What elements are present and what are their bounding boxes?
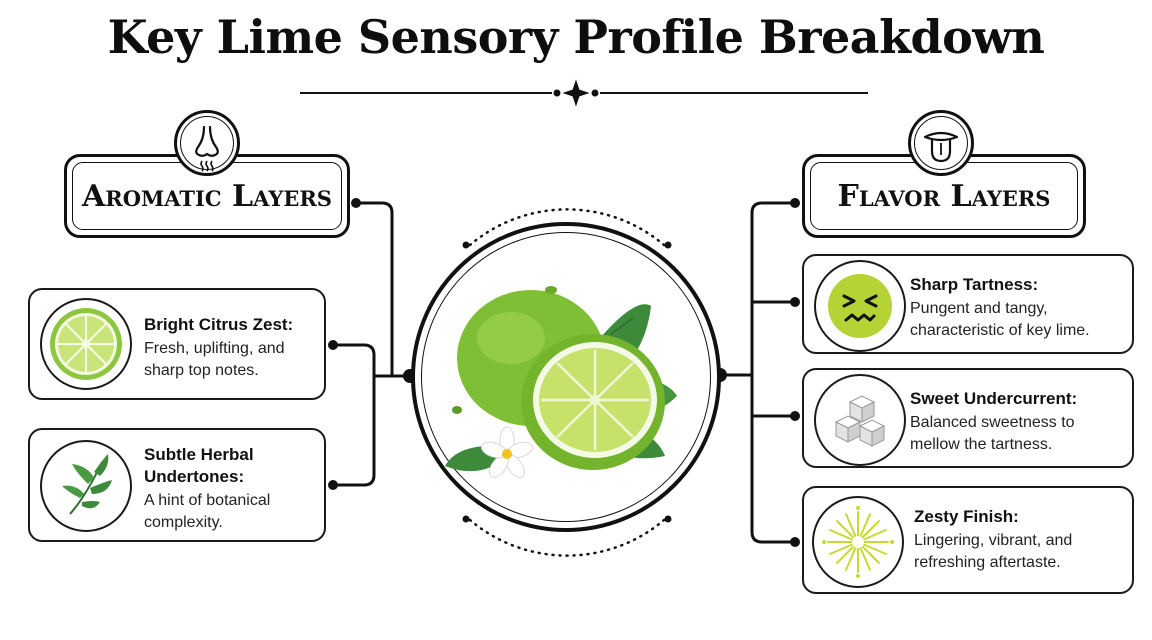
- nose-icon: [174, 110, 240, 176]
- page-title: Key Lime Sensory Profile Breakdown: [107, 10, 1045, 64]
- card-description: Pungent and tangy, characteristic of key…: [910, 300, 1090, 339]
- sugar-cubes-icon: [814, 374, 906, 466]
- card-description: Balanced sweetness to mellow the tartnes…: [910, 414, 1075, 453]
- card-title: Bright Citrus Zest:: [144, 315, 294, 334]
- card-description: Lingering, vibrant, and refreshing after…: [914, 532, 1073, 571]
- left-connectors: [333, 201, 410, 487]
- tongue-icon: [908, 110, 974, 176]
- card-zesty-finish: Zesty Finish: Lingering, vibrant, and re…: [802, 486, 1134, 594]
- card-subtle-herbal-undertones: Subtle Herbal Undertones: A hint of bota…: [28, 428, 326, 542]
- burst-icon: [812, 496, 904, 588]
- lime-slice-icon: [40, 298, 132, 390]
- card-title: Sharp Tartness:: [910, 275, 1039, 294]
- card-title: Zesty Finish:: [914, 507, 1019, 526]
- aromatic-layers-label: Aromatic Layers: [82, 178, 332, 214]
- card-title: Sweet Undercurrent:: [910, 389, 1078, 408]
- dotted-arc-top: [468, 208, 666, 247]
- card-sharp-tartness: Sharp Tartness: Pungent and tangy, chara…: [802, 254, 1134, 354]
- center-lime-circle: [411, 222, 721, 532]
- right-connectors: [720, 201, 795, 544]
- card-bright-citrus-zest: Bright Citrus Zest: Fresh, uplifting, an…: [28, 288, 326, 400]
- card-title: Subtle Herbal Undertones:: [144, 445, 254, 486]
- dotted-arc-bottom: [468, 518, 666, 557]
- flavor-layers-label: Flavor Layers: [837, 178, 1051, 214]
- key-lime-fruit-icon: [445, 286, 677, 478]
- sour-face-icon: [814, 260, 906, 352]
- card-description: A hint of botanical complexity.: [144, 492, 271, 531]
- herb-leaves-icon: [40, 440, 132, 532]
- title-divider: [300, 79, 868, 107]
- card-description: Fresh, uplifting, and sharp top notes.: [144, 340, 285, 379]
- card-sweet-undercurrent: Sweet Undercurrent: Balanced sweetness t…: [802, 368, 1134, 468]
